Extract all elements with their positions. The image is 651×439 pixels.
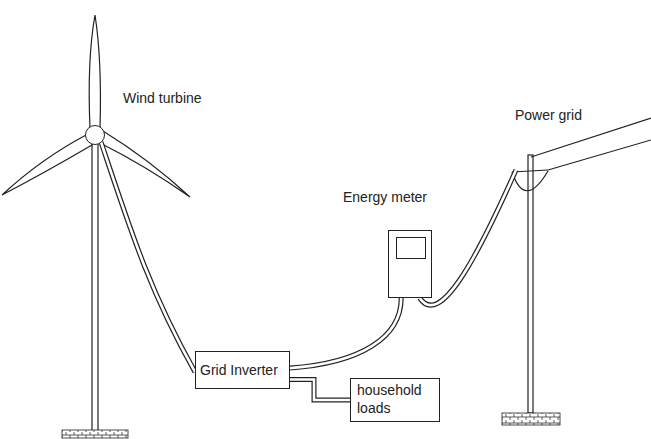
cable: [290, 380, 350, 401]
cable: [420, 170, 516, 305]
node-label: household loads: [357, 381, 433, 417]
power-pole: [512, 155, 548, 413]
meter-screen: [396, 237, 426, 259]
cable: [290, 298, 401, 368]
node-label: Power grid: [515, 107, 582, 123]
cable: [101, 142, 195, 372]
pole-foundation: [502, 413, 560, 425]
turbine-tower: [92, 140, 98, 431]
turbine-hub: Wind turbine: [85, 125, 105, 145]
energy-meter: Energy meter: [388, 230, 432, 298]
turbine-blades: [2, 15, 190, 197]
pole-top: Power grid: [512, 163, 548, 177]
grid-wires: [512, 118, 651, 191]
node-label: Grid Inverter: [200, 352, 285, 388]
node-label: Wind turbine: [123, 90, 202, 106]
node-label: Energy meter: [343, 189, 427, 205]
grid-inverter: Grid Inverter: [195, 351, 290, 389]
turbine-foundation: [62, 430, 128, 438]
household-loads: household loads: [350, 378, 440, 422]
